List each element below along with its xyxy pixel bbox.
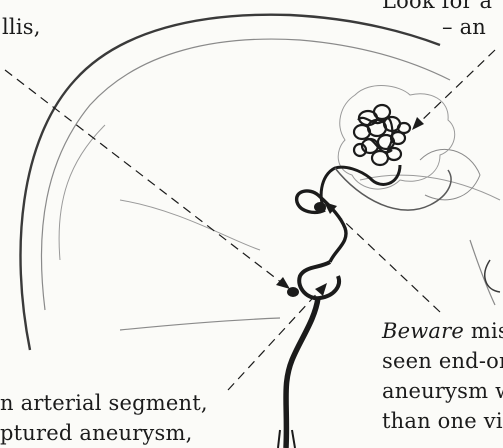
label-bottom-left-line2: ptured aneurysm,	[0, 420, 192, 446]
carotid-siphon	[299, 262, 339, 298]
pointer-top-right	[418, 50, 495, 124]
arrowhead-bottom-left	[315, 283, 327, 296]
malformation-nidus	[354, 105, 410, 165]
carotid-trunk	[286, 298, 318, 448]
label-bottom-right-line3: aneurysm w	[382, 378, 503, 404]
label-bottom-right-line4: than one vi	[382, 408, 503, 434]
label-bottom-right-emphasis: Beware	[382, 319, 464, 343]
brain-fold-3	[360, 175, 500, 200]
vein-branch	[335, 168, 451, 210]
brain-lower-edge	[120, 318, 280, 330]
aneurysm-sac	[314, 202, 326, 212]
pointer-bottom-right	[330, 208, 440, 312]
pointer-bottom-left	[228, 288, 322, 390]
label-bottom-left-line1: n arterial segment,	[0, 390, 208, 416]
brain-fold-2	[120, 200, 260, 250]
arrowhead-top-right	[412, 117, 424, 130]
label-top-left: llis,	[2, 14, 41, 40]
label-bottom-right-rest: mis	[464, 319, 503, 343]
label-bottom-right-line2: seen end-on	[382, 348, 503, 374]
label-top-right-line1: Look for a	[382, 0, 492, 14]
pointer-top-left	[5, 70, 282, 283]
label-bottom-right-line1: Beware mis	[382, 318, 503, 344]
brain-inner-outline	[41, 39, 450, 310]
brain-fold	[59, 125, 105, 260]
arrowhead-top-left	[276, 277, 290, 289]
label-top-right-line2: – an	[442, 14, 486, 40]
brain-right-edge	[470, 240, 495, 305]
